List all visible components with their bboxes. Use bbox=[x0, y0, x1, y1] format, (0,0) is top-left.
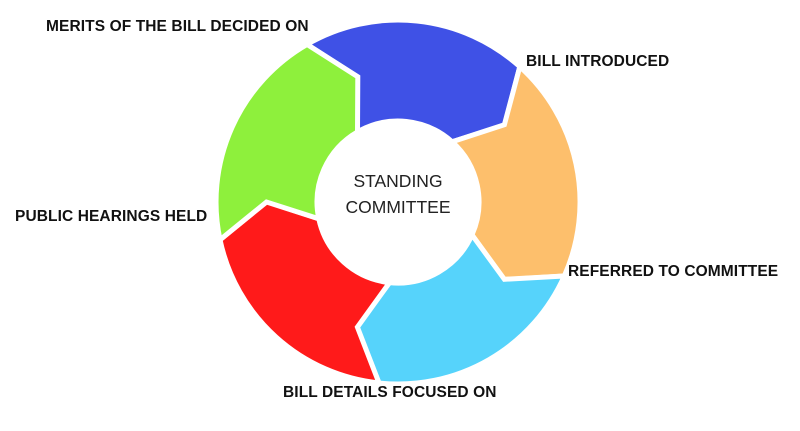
label-referred-to-committee: REFERRED TO COMMITTEE bbox=[568, 263, 779, 280]
center-label: STANDING COMMITTEE bbox=[318, 168, 478, 220]
label-bill-details-focused-on: BILL DETAILS FOCUSED ON bbox=[283, 384, 497, 401]
center-label-line-1: STANDING bbox=[353, 171, 443, 191]
label-merits-of-the-bill-decided-on: MERITS OF THE BILL DECIDED ON bbox=[46, 18, 309, 35]
center-circle bbox=[317, 121, 479, 283]
label-public-hearings-held: PUBLIC HEARINGS HELD bbox=[15, 208, 208, 225]
center-label-line-2: COMMITTEE bbox=[345, 197, 451, 217]
label-bill-introduced: BILL INTRODUCED bbox=[526, 53, 670, 70]
